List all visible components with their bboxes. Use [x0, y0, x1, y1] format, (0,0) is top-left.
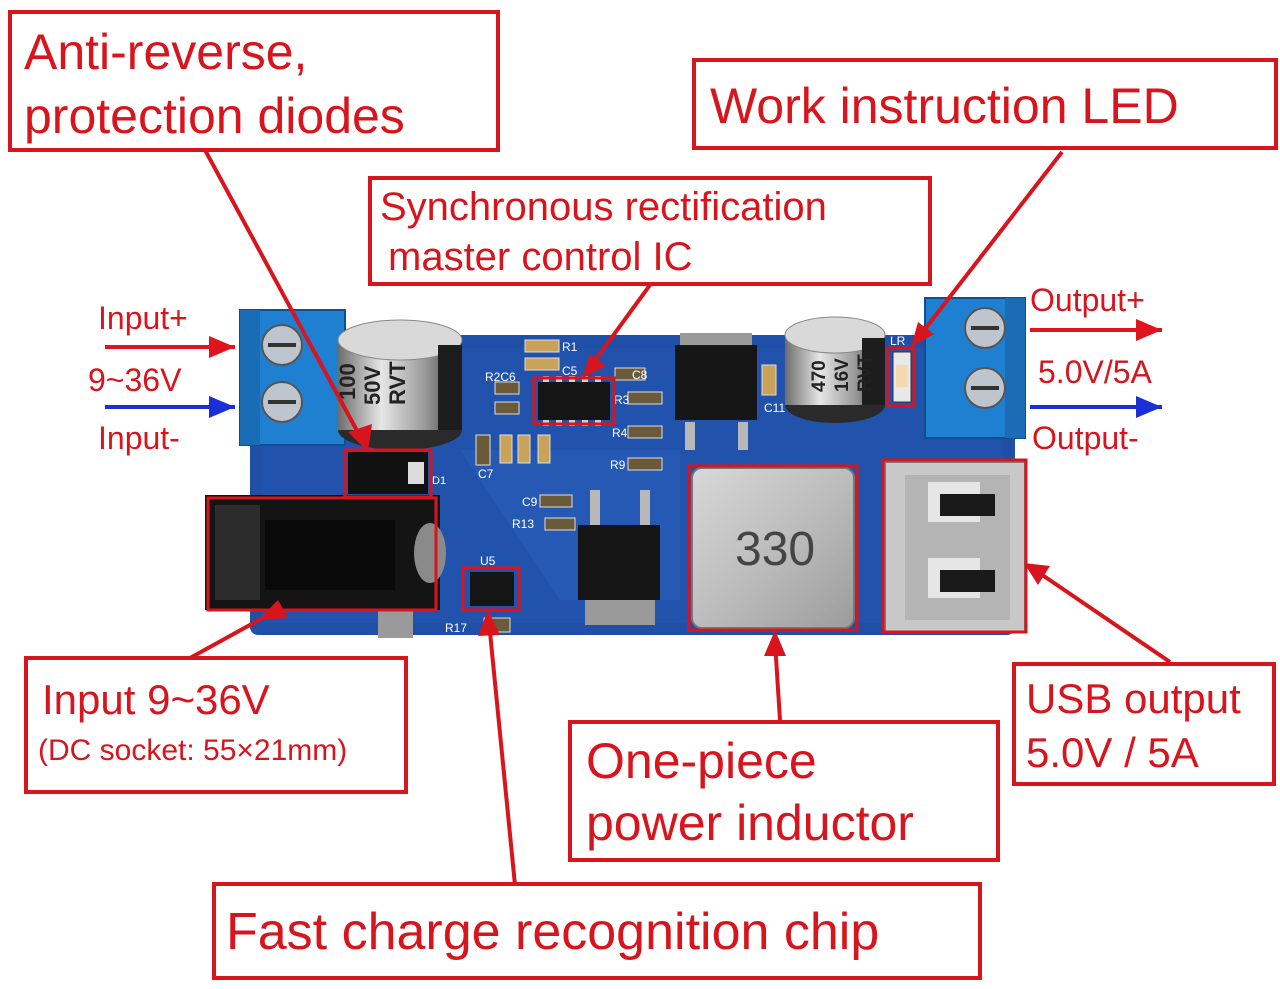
label-input-minus: Input- [98, 420, 180, 456]
label-output-plus: Output+ [1030, 282, 1145, 318]
input-terminal-block [239, 309, 346, 446]
callout-sync-ic-line1: Synchronous rectification [380, 185, 827, 229]
highlight-usb [881, 458, 1028, 634]
cap-right-l2: 16V [832, 358, 853, 392]
highlight-sync-ic [532, 376, 616, 426]
silk-c7: C7 [478, 467, 494, 481]
mosfet-bottom [578, 490, 660, 625]
cap-left-l2: 50V [360, 366, 385, 405]
highlight-socket [206, 496, 438, 612]
callout-anti-reverse-line2: protection diodes [24, 88, 405, 144]
callout-usb-output-line1: USB output [1026, 675, 1241, 722]
silk-r1: R1 [562, 340, 578, 354]
silk-r13: R13 [512, 517, 534, 531]
callout-usb-output-line2: 5.0V / 5A [1026, 729, 1199, 776]
silk-c9: C9 [522, 495, 538, 509]
callout-usb-output: USB output 5.0V / 5A [1012, 662, 1276, 786]
label-input-range: 9~36V [88, 362, 182, 398]
electrolytic-capacitor-right: 470 16V RVT [784, 316, 886, 423]
callout-work-led-line1: Work instruction LED [710, 78, 1179, 134]
silk-r9: R9 [610, 458, 626, 472]
leader-fast-charge [487, 621, 517, 886]
output-terminal-block [924, 297, 1026, 439]
cap-right-l1: 470 [809, 360, 830, 392]
callout-input-socket-line1: Input 9~36V [42, 676, 270, 723]
inductor-mark: 330 [735, 523, 815, 576]
highlight-led [886, 346, 916, 408]
callout-sync-ic-line2: master control IC [388, 235, 693, 279]
fast-charge-chip [470, 572, 514, 606]
callout-anti-reverse: Anti-reverse, protection diodes [8, 10, 500, 152]
sync-ic-chip [538, 382, 610, 420]
callout-inductor: One-piece power inductor [568, 720, 1000, 862]
highlight-inductor [687, 464, 859, 632]
silk-c11: C11 [764, 401, 785, 415]
leader-input-socket [189, 613, 269, 660]
label-output-value: 5.0V/5A [1038, 354, 1152, 390]
callout-fast-charge: Fast charge recognition chip [212, 882, 982, 980]
silk-d1: D1 [432, 475, 446, 487]
silk-c8: C8 [632, 368, 648, 382]
silk-u5: U5 [480, 554, 496, 568]
electrolytic-capacitor-left: 100 50V RVT [335, 319, 463, 450]
silk-r3: R3 [614, 393, 630, 407]
label-output-minus: Output- [1032, 420, 1139, 456]
callout-inductor-line2: power inductor [586, 795, 914, 851]
leader-anti-reverse [203, 149, 364, 441]
cap-right-l3: RVT [855, 354, 876, 392]
callout-work-led: Work instruction LED [692, 58, 1278, 150]
silk-lr: LR [890, 334, 906, 348]
label-input-plus: Input+ [98, 300, 188, 336]
callout-fast-charge-line1: Fast charge recognition chip [226, 903, 880, 961]
usb-port [884, 461, 1026, 633]
silk-r4: R4 [612, 426, 628, 440]
dc-socket [205, 495, 446, 638]
callout-inductor-line1: One-piece [586, 733, 817, 789]
silk-c5: C5 [562, 364, 578, 378]
callout-anti-reverse-line1: Anti-reverse, [24, 24, 308, 80]
callout-input-socket: Input 9~36V (DC socket: 55×21mm) [24, 656, 408, 794]
silk-r2c6: R2C6 [485, 370, 516, 384]
leader-sync-ic [586, 283, 652, 372]
callout-input-socket-line2: (DC socket: 55×21mm) [38, 734, 348, 767]
silk-r17: R17 [445, 621, 467, 635]
highlight-fast-charge [461, 566, 521, 612]
power-inductor: 330 [691, 467, 855, 629]
mosfet-top [675, 333, 757, 450]
leader-usb [1033, 568, 1172, 664]
cap-left-l3: RVT [385, 361, 410, 405]
callout-sync-ic: Synchronous rectification master control… [368, 176, 932, 286]
leader-work-led [916, 150, 1064, 340]
